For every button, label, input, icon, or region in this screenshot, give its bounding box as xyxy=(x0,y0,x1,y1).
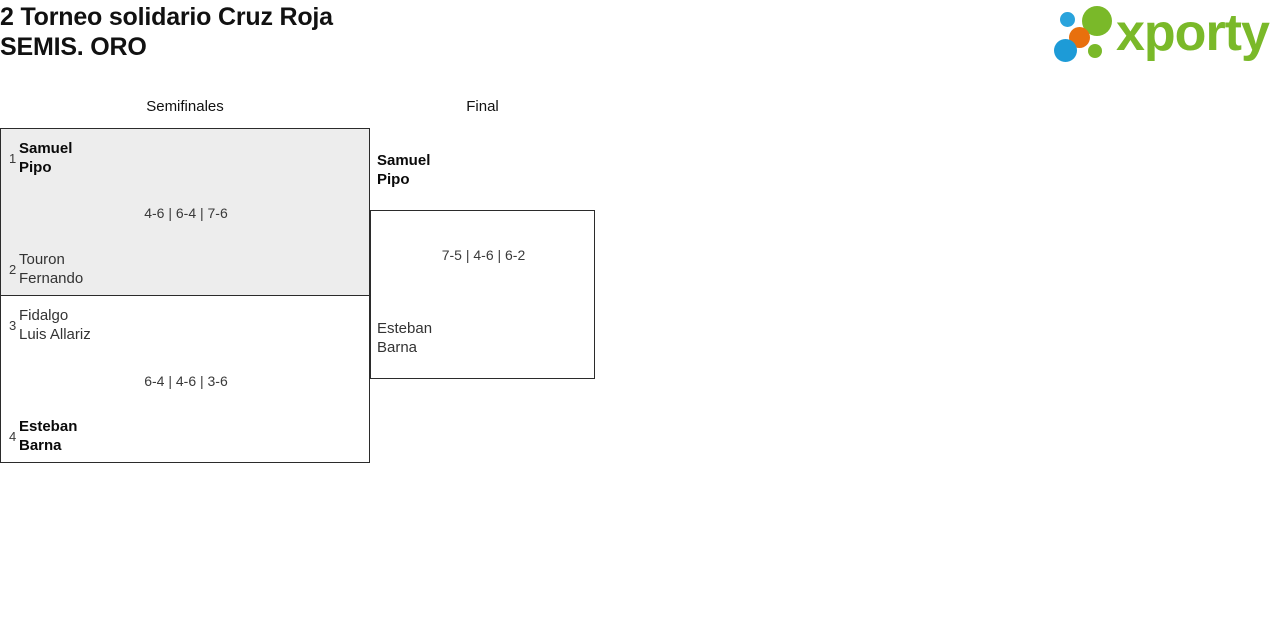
seed-number: 1 xyxy=(9,150,17,166)
match-semifinal-1-player-top[interactable]: 1 Samuel Pipo xyxy=(1,139,361,177)
match-semifinal-2-player-bottom[interactable]: 4 Esteban Barna xyxy=(1,417,361,455)
player-name: Esteban Barna xyxy=(19,418,78,454)
match-semifinal-2-player-top[interactable]: 3 Fidalgo Luis Allariz xyxy=(1,306,361,344)
seed-number: 3 xyxy=(9,317,17,333)
player-name: Touron Fernando xyxy=(19,251,84,287)
match-semifinal-1-score: 4-6 | 6-4 | 7-6 xyxy=(144,205,228,221)
seed-number: 4 xyxy=(9,428,17,444)
round-header-semifinales: Semifinales xyxy=(146,98,224,115)
match-semifinal-2-score: 6-4 | 4-6 | 3-6 xyxy=(144,373,228,389)
player-name: Fidalgo Luis Allariz xyxy=(19,307,91,343)
tournament-name: 2 Torneo solidario Cruz Roja xyxy=(0,3,333,31)
blue-large-dot-icon xyxy=(1054,39,1077,62)
match-final-player-bottom[interactable]: Esteban Barna xyxy=(377,320,433,356)
player-name: Samuel Pipo xyxy=(19,140,73,176)
tournament-stage: SEMIS. ORO xyxy=(0,33,147,61)
match-final-player-top[interactable]: Samuel Pipo xyxy=(377,152,431,188)
match-final-score: 7-5 | 4-6 | 6-2 xyxy=(441,247,526,263)
match-semifinal-1-player-bottom[interactable]: 2 Touron Fernando xyxy=(1,250,361,288)
match-semifinal-2[interactable]: 3 Fidalgo Luis Allariz 6-4 | 4-6 | 3-6 4… xyxy=(0,295,370,463)
seed-number: 2 xyxy=(9,261,17,277)
page-title: 2 Torneo solidario Cruz Roja SEMIS. ORO xyxy=(0,2,900,62)
xporty-logo[interactable]: xporty xyxy=(1046,4,1274,64)
logo-dots-icon xyxy=(1054,6,1116,64)
logo-wordmark: xporty xyxy=(1116,4,1270,62)
round-header-final: Final xyxy=(466,98,499,115)
green-small-dot-icon xyxy=(1088,44,1102,58)
blue-small-dot-icon xyxy=(1060,12,1075,27)
match-semifinal-1[interactable]: 1 Samuel Pipo 4-6 | 6-4 | 7-6 2 Touron F… xyxy=(0,128,370,295)
match-final[interactable]: 7-5 | 4-6 | 6-2 xyxy=(370,210,595,379)
